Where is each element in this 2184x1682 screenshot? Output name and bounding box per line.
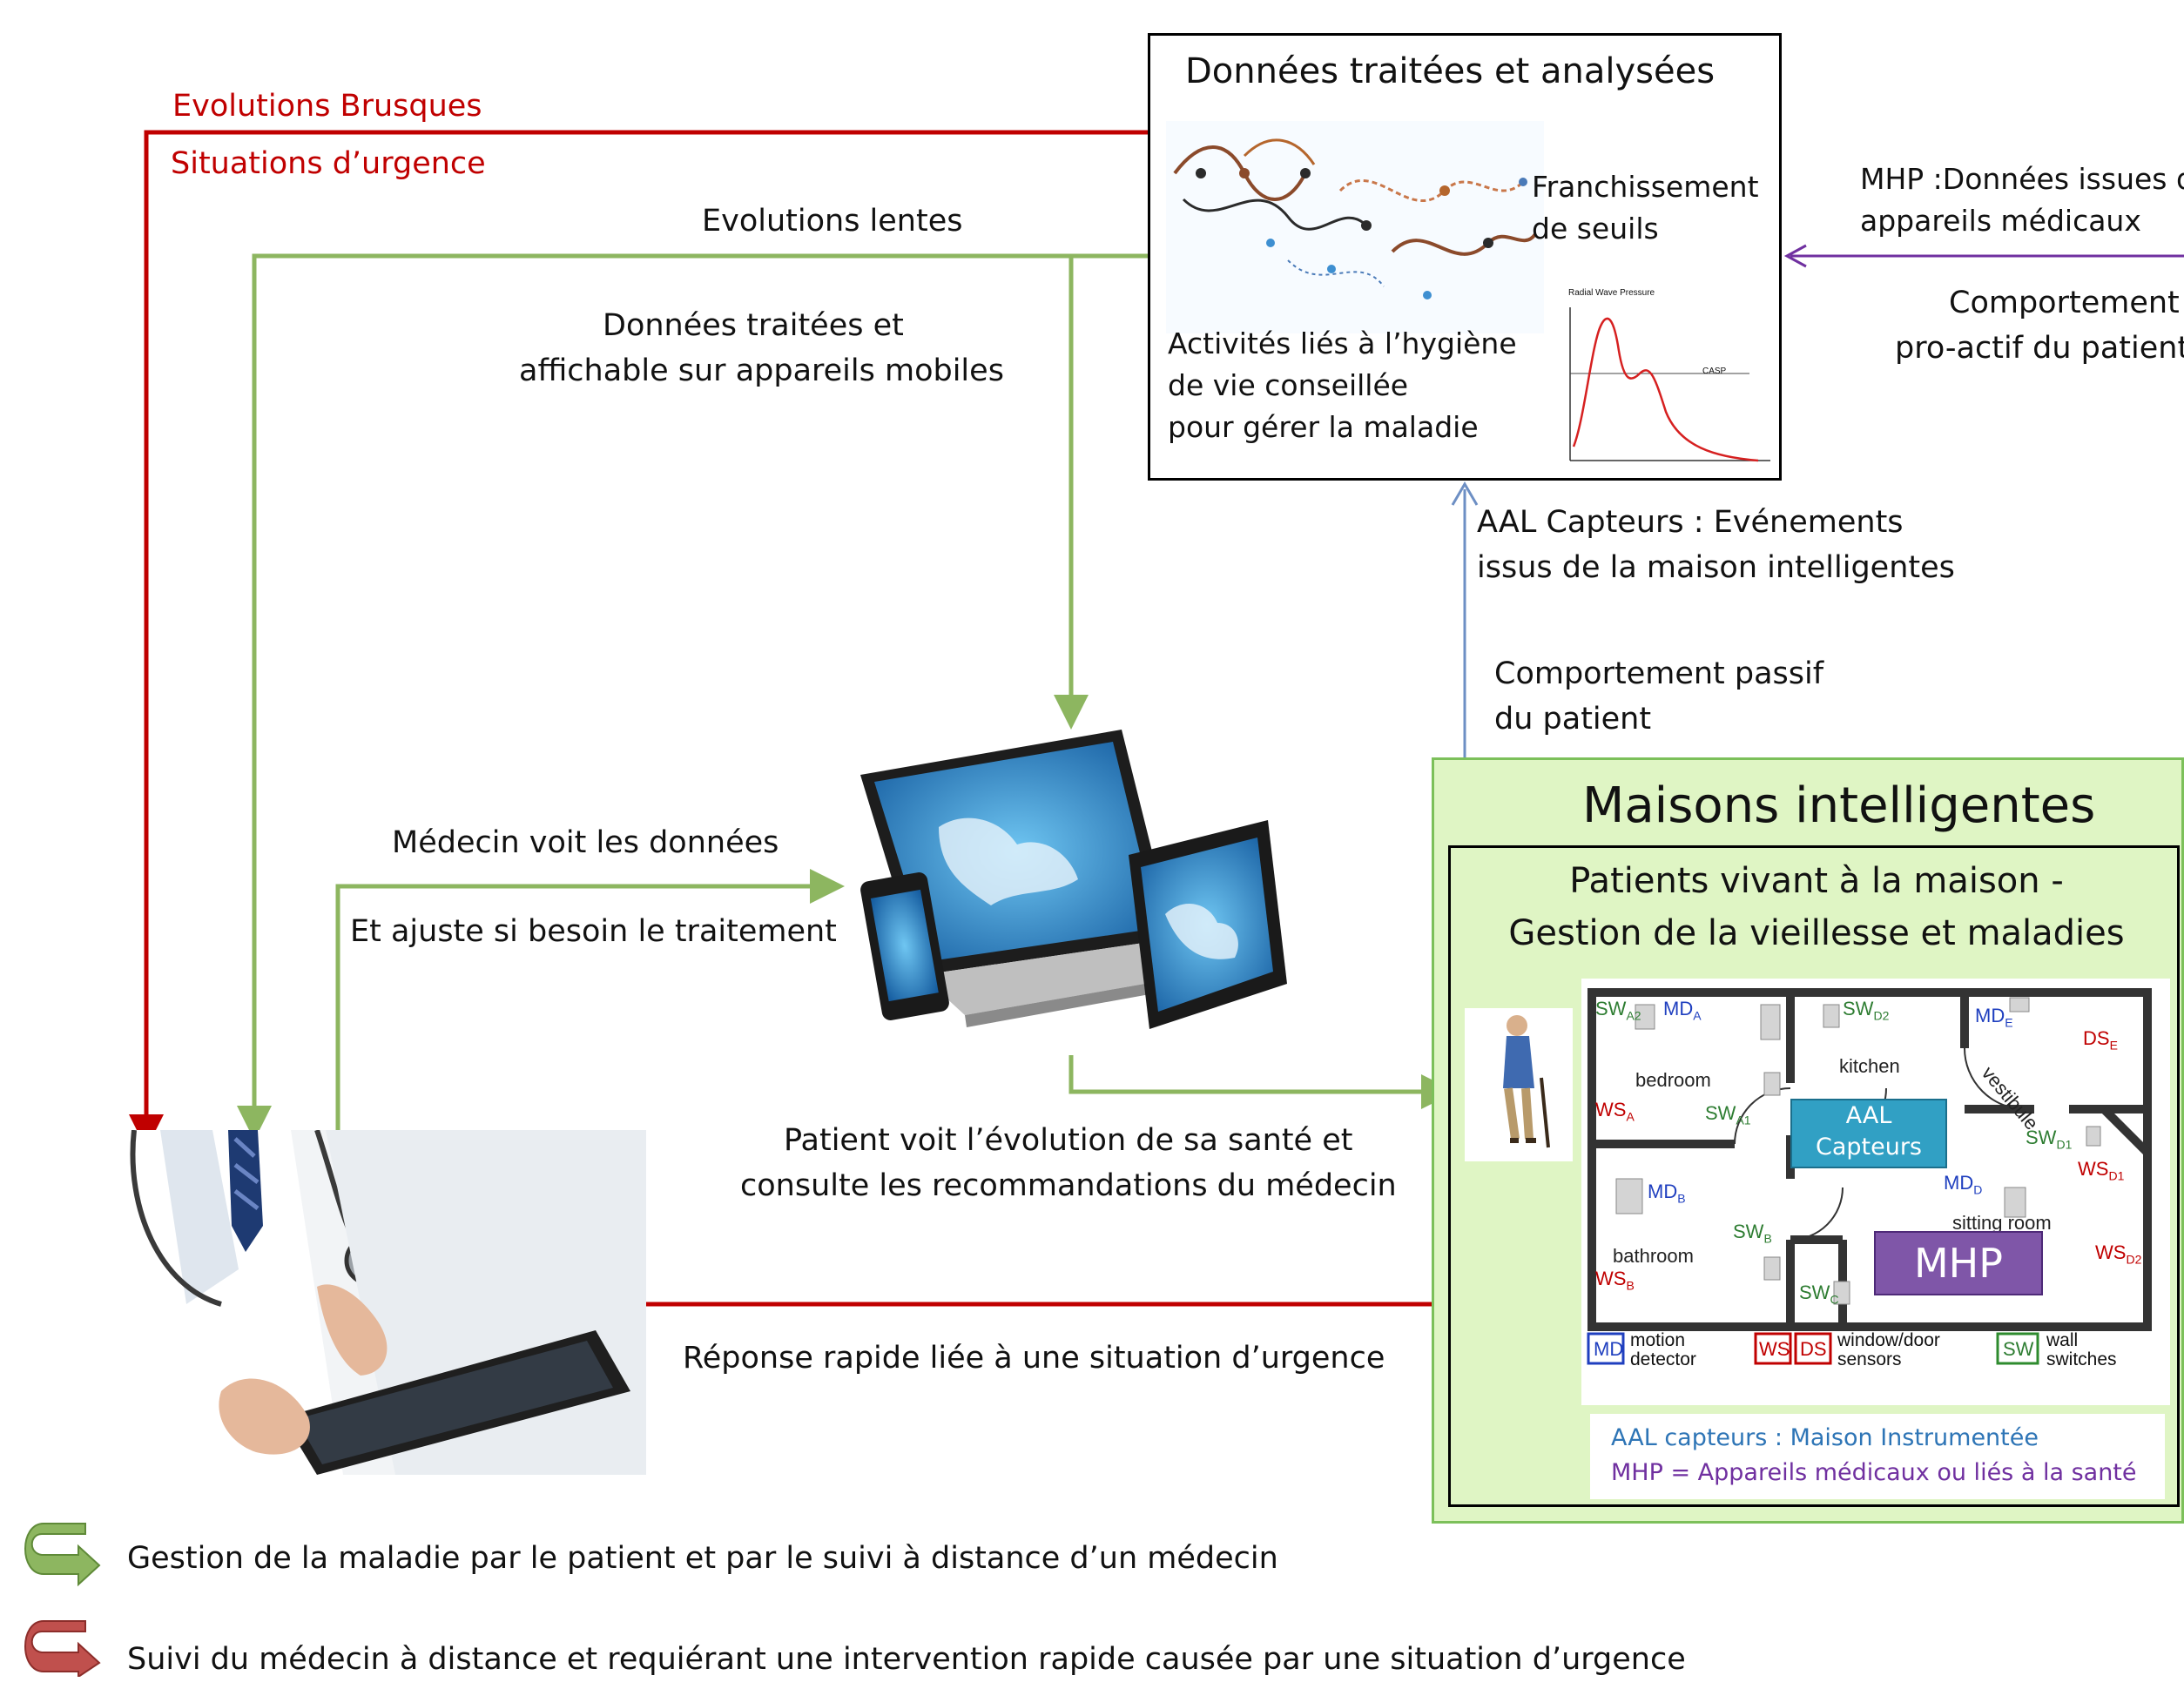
sensor-mdd: MDD <box>1944 1172 1983 1197</box>
sensor-swd2: SWD2 <box>1843 998 1890 1023</box>
aal-capteurs-box-line-1: AAL <box>1845 1102 1892 1129</box>
smart-home-note-aal: AAL capteurs : Maison Instrumentée <box>1611 1424 2039 1451</box>
red-arrow-urgence <box>129 130 1151 1149</box>
sensor-wsa: WSA <box>1595 1099 1635 1124</box>
legend-wsds-text-1: window/door <box>1837 1330 1940 1350</box>
sensor-swc: SWC <box>1799 1282 1839 1307</box>
label-aal-capteurs-1: AAL Capteurs : Evénements <box>1477 505 1904 540</box>
legend-md: MD <box>1594 1338 1624 1360</box>
green-arrow-lentes <box>237 253 1151 1140</box>
legend-sw: SW <box>2003 1338 2034 1360</box>
label-patient-voit-2: consulte les recommandations du médecin <box>740 1168 1397 1203</box>
sensor-swa1: SWA1 <box>1705 1102 1751 1127</box>
franchissement-line-2: de seuils <box>1532 212 1659 246</box>
label-patient-voit-1: Patient voit l’évolution de sa santé et <box>784 1123 1353 1158</box>
label-comportement-proactif-1: Comportement <box>1949 286 2180 320</box>
smart-home-note-mhp: MHP = Appareils médicaux ou liés à la sa… <box>1611 1459 2137 1486</box>
mobile-devices-illustration <box>860 730 1287 1029</box>
sensor-swd1: SWD1 <box>2026 1127 2073 1152</box>
room-kitchen: kitchen <box>1839 1055 1900 1077</box>
pressure-chart <box>1569 307 1770 462</box>
sensor-swa2: SWA2 <box>1595 998 1641 1023</box>
room-bedroom: bedroom <box>1635 1069 1711 1091</box>
analysis-box: Données traitées et analysées Franchisse… <box>1148 33 1782 481</box>
room-sitting: sitting room <box>1952 1212 2052 1234</box>
label-evolutions-lentes: Evolutions lentes <box>702 204 963 239</box>
activites-line-2: de vie conseillée <box>1168 368 1409 402</box>
label-comportement-passif-2: du patient <box>1494 702 1652 737</box>
label-reponse-rapide: Réponse rapide liée à une situation d’ur… <box>683 1341 1385 1376</box>
label-mhp-donnees-2: appareils médicaux <box>1860 204 2141 238</box>
smart-home-subtitle-1: Patients vivant à la maison - <box>1569 861 2064 901</box>
franchissement-line-1: Franchissement <box>1532 170 1759 204</box>
legend-wsds-text-2: sensors <box>1837 1349 1902 1369</box>
green-cycle-icon <box>24 1523 101 1587</box>
legend-sw-text-2: switches <box>2046 1349 2117 1369</box>
legend-green-text: Gestion de la maladie par le patient et … <box>127 1541 1278 1576</box>
green-arrow-doctor-devices <box>335 869 845 1130</box>
doctor-illustration <box>30 1130 646 1475</box>
label-situations-urgence: Situations d’urgence <box>171 146 486 181</box>
label-comportement-passif-1: Comportement passif <box>1494 656 1824 691</box>
mhp-box: MHP <box>1874 1231 2043 1295</box>
activity-flow-graphic <box>1166 121 1544 333</box>
sensor-wsd1: WSD1 <box>2078 1158 2125 1183</box>
legend-sw-text-1: wall <box>2046 1330 2079 1350</box>
patients-home-box: Patients vivant à la maison - Gestion de… <box>1448 845 2180 1507</box>
legend-ws: WS <box>1759 1338 1790 1360</box>
legend-md-text-1: motion <box>1630 1330 1686 1350</box>
pressure-chart-title: Radial Wave Pressure <box>1568 288 1655 298</box>
smart-home-subtitle-2: Gestion de la vieillesse et maladies <box>1508 913 2125 953</box>
aal-capteurs-box: AAL Capteurs <box>1790 1099 1947 1168</box>
aal-capteurs-box-line-2: Capteurs <box>1815 1134 1922 1161</box>
activites-line-3: pour gérer la maladie <box>1168 410 1479 444</box>
smart-home-heading: Maisons intelligentes <box>1582 777 2096 834</box>
smart-home-note: AAL capteurs : Maison Instrumentée MHP =… <box>1590 1414 2165 1499</box>
floor-plan-walls <box>1587 988 2152 1365</box>
sensor-mdb: MDB <box>1648 1181 1686 1206</box>
sensor-mda: MDA <box>1663 998 1702 1023</box>
pressure-chart-marker: CASP <box>1702 367 1727 376</box>
label-aal-capteurs-2: issus de la maison intelligentes <box>1477 550 1955 585</box>
sensor-swb: SWB <box>1733 1221 1772 1246</box>
red-cycle-icon <box>24 1620 101 1677</box>
label-donnees-mobiles-1: Données traitées et <box>603 308 904 343</box>
sensor-dse: DSE <box>2083 1027 2118 1053</box>
sensor-wsb: WSB <box>1595 1268 1635 1293</box>
label-donnees-mobiles-2: affichable sur appareils mobiles <box>519 353 1004 388</box>
activites-line-1: Activités liés à l’hygiène <box>1168 326 1517 360</box>
room-bathroom: bathroom <box>1613 1245 1694 1267</box>
floor-plan: SWA2 MDA SWD2 MDE DSE bedroom kitchen ve… <box>1581 979 2170 1405</box>
green-arrow-devices-patient <box>1068 1055 1456 1109</box>
legend-md-text-2: detector <box>1630 1349 1696 1369</box>
legend-red-text: Suivi du médecin à distance et requiéran… <box>127 1642 1686 1677</box>
sensor-wsd2: WSD2 <box>2095 1241 2142 1267</box>
label-medecin-voit: Médecin voit les données <box>392 825 779 860</box>
smart-home-panel: Maisons intelligentes Patients vivant à … <box>1432 757 2184 1524</box>
label-comportement-proactif-2: pro-actif du patient <box>1895 331 2184 366</box>
label-evolutions-brusques: Evolutions Brusques <box>172 89 482 124</box>
elderly-patient-figure <box>1465 1008 1573 1161</box>
legend-ds: DS <box>1800 1338 1827 1360</box>
label-ajuste: Et ajuste si besoin le traitement <box>350 914 837 949</box>
sensor-mde: MDE <box>1975 1005 2013 1030</box>
label-mhp-donnees-1: MHP :Données issues d <box>1860 162 2184 196</box>
analysis-box-title: Données traitées et analysées <box>1185 51 1716 91</box>
